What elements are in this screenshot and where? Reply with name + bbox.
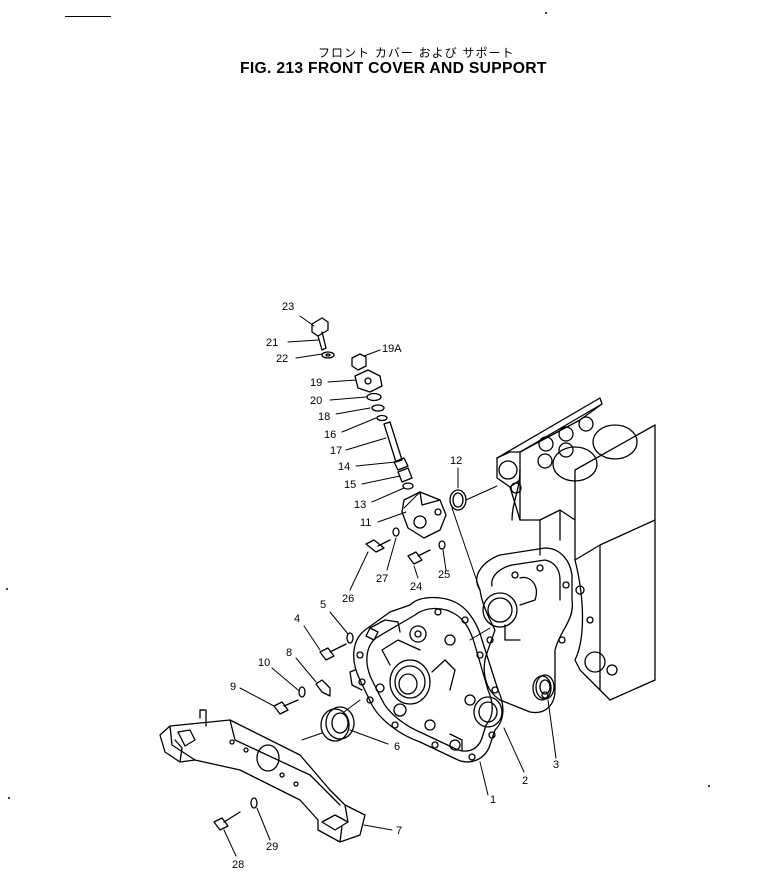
callout-23: 23	[282, 301, 294, 313]
callout-20: 20	[310, 395, 322, 407]
callout-3: 3	[553, 759, 559, 771]
figure-title: FIG. 213 FRONT COVER AND SUPPORT	[240, 60, 547, 77]
gear-case-plate	[476, 547, 573, 714]
callout-25: 25	[438, 569, 450, 581]
callout-18: 18	[318, 411, 330, 423]
callout-29: 29	[266, 841, 278, 853]
callout-6: 6	[394, 741, 400, 753]
callout-16: 16	[324, 429, 336, 441]
callout-26: 26	[342, 593, 354, 605]
callout-28: 28	[232, 859, 244, 871]
scan-speck	[708, 785, 710, 787]
callout-22: 22	[276, 353, 288, 365]
callout-11: 11	[360, 517, 371, 529]
hardware	[213, 317, 467, 831]
callout-12: 12	[450, 455, 462, 467]
callout-21: 21	[266, 337, 278, 349]
callout-15: 15	[344, 479, 356, 491]
callout-19: 19	[310, 377, 322, 389]
scan-speck	[6, 588, 8, 590]
oil-seal-3	[532, 674, 555, 701]
callout-14: 14	[338, 461, 350, 473]
callout-1: 1	[490, 794, 496, 806]
leader-lines	[223, 315, 557, 857]
callout-10: 10	[258, 657, 270, 669]
callout-19a: 19A	[382, 343, 402, 355]
japanese-title: フロント カバー および サポート	[318, 46, 515, 60]
callout-2: 2	[522, 775, 528, 787]
callout-13: 13	[354, 499, 366, 511]
callout-17: 17	[330, 445, 342, 457]
callout-4: 4	[294, 613, 300, 625]
scan-speck	[545, 12, 547, 14]
oil-seal-6	[320, 706, 355, 742]
engine-support-bracket	[159, 709, 366, 843]
front-cover	[349, 596, 504, 763]
scan-speck	[8, 797, 10, 799]
callout-5: 5	[320, 599, 326, 611]
engine-block	[496, 397, 656, 701]
top-rule	[65, 16, 111, 17]
callout-labels: 23 21 22 19A 19 20 18 16 17 14 15 13 12 …	[230, 301, 559, 871]
callout-9: 9	[230, 681, 236, 693]
callout-8: 8	[286, 647, 292, 659]
callout-24: 24	[410, 581, 422, 593]
callout-27: 27	[376, 573, 388, 585]
callout-7: 7	[396, 825, 402, 837]
